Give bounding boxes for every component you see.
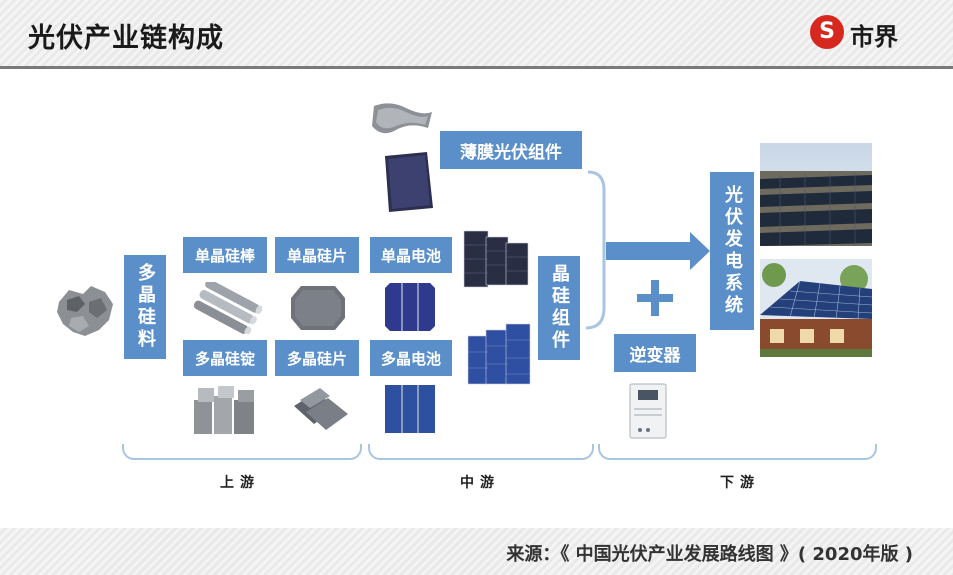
thin-film-panel-image bbox=[383, 152, 435, 212]
crystalline-module-box: 晶硅组件 bbox=[538, 256, 580, 360]
mono-module-image bbox=[462, 227, 532, 291]
header-bar: 光伏产业链构成 S 市界 bbox=[0, 0, 953, 69]
poly-cell-image bbox=[385, 385, 435, 433]
midstream-bracket bbox=[368, 444, 594, 460]
footer-bar: 来源：《 中国光伏产业发展路线图 》( 2020年版 ) bbox=[0, 528, 953, 575]
inverter-box: 逆变器 bbox=[614, 334, 696, 372]
upstream-label: 上游 bbox=[200, 472, 280, 492]
mono-cell-image bbox=[385, 283, 435, 331]
mono-wafer-image bbox=[287, 282, 349, 334]
poly-ingot-box: 多晶硅锭 bbox=[183, 340, 267, 376]
raw-silicon-image bbox=[55, 282, 117, 340]
mono-wafer-box: 单晶硅片 bbox=[275, 237, 359, 273]
poly-wafer-image bbox=[290, 386, 352, 434]
polysilicon-box: 多晶硅料 bbox=[124, 255, 166, 359]
downstream-label: 下游 bbox=[700, 472, 780, 492]
logo-icon: S bbox=[810, 15, 844, 49]
logo-text: 市界 bbox=[850, 17, 898, 52]
mono-ingot-image bbox=[190, 282, 262, 334]
rooftop-solar-image bbox=[760, 259, 872, 357]
brand-logo: S 市界 bbox=[810, 15, 920, 51]
source-citation: 来源：《 中国光伏产业发展路线图 》( 2020年版 ) bbox=[506, 540, 913, 566]
plus-icon bbox=[637, 280, 673, 316]
mono-cell-box: 单晶电池 bbox=[370, 237, 452, 273]
poly-cell-box: 多晶电池 bbox=[370, 340, 452, 376]
downstream-bracket bbox=[598, 444, 877, 460]
pv-system-box: 光伏发电系统 bbox=[710, 172, 754, 330]
flexible-thin-film-image bbox=[370, 98, 434, 138]
upstream-bracket bbox=[122, 444, 362, 460]
mono-ingot-box: 单晶硅棒 bbox=[183, 237, 267, 273]
solar-farm-image bbox=[760, 143, 872, 246]
page-title: 光伏产业链构成 bbox=[28, 16, 224, 55]
midstream-label: 中游 bbox=[440, 472, 520, 492]
inverter-image bbox=[628, 382, 670, 440]
poly-wafer-box: 多晶硅片 bbox=[275, 340, 359, 376]
poly-ingot-image bbox=[192, 386, 258, 436]
thin-film-module-box: 薄膜光伏组件 bbox=[440, 131, 582, 169]
poly-module-image bbox=[466, 322, 532, 386]
